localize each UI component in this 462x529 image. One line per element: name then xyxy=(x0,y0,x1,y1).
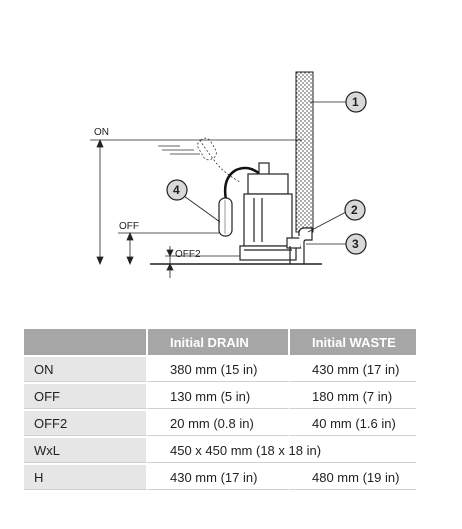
pump-installation-diagram: ON OFF OFF2 xyxy=(90,71,367,278)
table-row: OFF 130 mm (5 in) 180 mm (7 in) xyxy=(24,382,416,409)
water-surface-marks xyxy=(158,145,200,155)
header-initial-waste: Initial WASTE xyxy=(290,329,416,355)
float-switch xyxy=(218,197,233,237)
off2-level-label: OFF2 xyxy=(175,249,201,260)
row-label: OFF xyxy=(24,382,148,409)
cell-waste: 180 mm (7 in) xyxy=(290,382,416,409)
spec-table: Initial DRAIN Initial WASTE ON 380 mm (1… xyxy=(24,329,416,490)
cell-waste: 480 mm (19 in) xyxy=(290,463,416,490)
cell-waste: 40 mm (1.6 in) xyxy=(290,409,416,436)
svg-text:4: 4 xyxy=(173,183,180,197)
table-row: ON 380 mm (15 in) 430 mm (17 in) xyxy=(24,355,416,382)
row-label: H xyxy=(24,463,148,490)
off-dimension-arrow xyxy=(126,231,134,266)
row-label: WxL xyxy=(24,436,148,463)
on-level-label: ON xyxy=(94,127,109,138)
pump xyxy=(239,162,297,261)
cell-drain: 130 mm (5 in) xyxy=(148,382,290,409)
table-row: OFF2 20 mm (0.8 in) 40 mm (1.6 in) xyxy=(24,409,416,436)
header-initial-drain: Initial DRAIN xyxy=(148,329,290,355)
row-label: ON xyxy=(24,355,148,382)
cell-waste: 430 mm (17 in) xyxy=(290,355,416,382)
callout-1: 1 xyxy=(310,91,367,113)
on-dimension-arrow xyxy=(96,138,104,266)
float-switch-raised-ghost xyxy=(197,137,241,183)
table-header-row: Initial DRAIN Initial WASTE xyxy=(24,329,416,355)
row-label: OFF2 xyxy=(24,409,148,436)
svg-text:1: 1 xyxy=(352,95,359,109)
cell-merged: 450 x 450 mm (18 x 18 in) xyxy=(148,436,416,463)
table-row: WxL 450 x 450 mm (18 x 18 in) xyxy=(24,436,416,463)
wall xyxy=(295,71,314,233)
svg-text:2: 2 xyxy=(351,203,358,217)
cell-drain: 430 mm (17 in) xyxy=(148,463,290,490)
off-level-label: OFF xyxy=(119,221,139,232)
outlet-pipe xyxy=(286,227,313,264)
float-cable xyxy=(223,166,263,201)
callout-4: 4 xyxy=(166,179,221,223)
header-blank xyxy=(24,329,148,355)
cell-drain: 380 mm (15 in) xyxy=(148,355,290,382)
table-row: H 430 mm (17 in) 480 mm (19 in) xyxy=(24,463,416,490)
svg-text:3: 3 xyxy=(352,237,359,251)
off2-dimension-arrow xyxy=(166,246,174,278)
callout-2: 2 xyxy=(307,199,366,233)
cell-drain: 20 mm (0.8 in) xyxy=(148,409,290,436)
callout-3: 3 xyxy=(306,233,367,255)
